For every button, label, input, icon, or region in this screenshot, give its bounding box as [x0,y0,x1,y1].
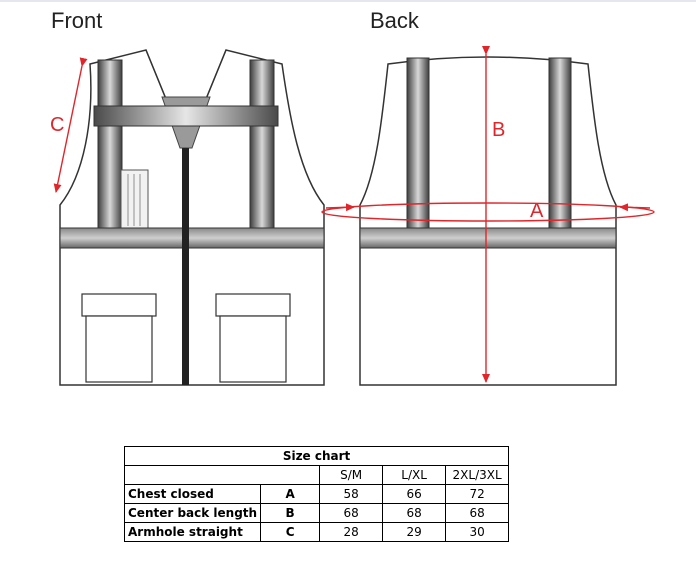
size-chart-title: Size chart [123,446,510,466]
size-chart-header-row: S/M L/XL 2XL/3XL [123,465,510,485]
size-chart-table: Size chart S/M L/XL 2XL/3XL Chest closed… [123,446,510,542]
table-row: Armhole straight C 28 29 30 [123,522,510,542]
front-id-pocket [120,169,149,231]
dimension-label-c: C [50,114,64,136]
table-row: Center back length B 68 68 68 [123,503,510,523]
header-blank-cell [123,465,321,485]
front-view-title: Front [51,8,103,33]
top-divider [0,0,696,2]
row-code-center-back: B [260,503,321,523]
front-pocket-left-flap [81,293,157,317]
size-header-2xl3xl: 2XL/3XL [445,465,510,485]
size-chart-title-row: Size chart [123,446,510,466]
size-header-lxl: L/XL [382,465,447,485]
front-strap-right [249,59,275,229]
armhole-measure: C [50,57,88,193]
cell-back-sm: 68 [319,503,384,523]
cell-chest-lxl: 66 [382,484,447,504]
cell-armhole-lxl: 29 [382,522,447,542]
back-view-title: Back [370,8,419,33]
front-chest-band [93,105,279,127]
table-row: Chest closed A 58 66 72 [123,484,510,504]
vest-diagram: C A B [50,46,655,386]
front-pocket-left [85,315,153,383]
size-header-sm: S/M [319,465,384,485]
center-back-measure: B [482,46,505,383]
row-label-center-back: Center back length [123,503,262,523]
front-pocket-right-flap [215,293,291,317]
cell-back-2xl3xl: 68 [445,503,510,523]
back-waist-band [359,227,617,249]
dimension-label-a: A [530,200,544,222]
front-vest [59,49,325,386]
front-pocket-right [219,315,287,383]
cell-armhole-sm: 28 [319,522,384,542]
cell-armhole-2xl3xl: 30 [445,522,510,542]
row-label-armhole: Armhole straight [123,522,262,542]
row-label-chest: Chest closed [123,484,262,504]
row-code-armhole: C [260,522,321,542]
front-waist-band [59,227,325,249]
front-strap-left [97,59,123,229]
cell-back-lxl: 68 [382,503,447,523]
front-zipper [182,148,189,385]
cell-chest-sm: 58 [319,484,384,504]
dimension-label-b: B [492,119,505,141]
row-code-chest: A [260,484,321,504]
cell-chest-2xl3xl: 72 [445,484,510,504]
